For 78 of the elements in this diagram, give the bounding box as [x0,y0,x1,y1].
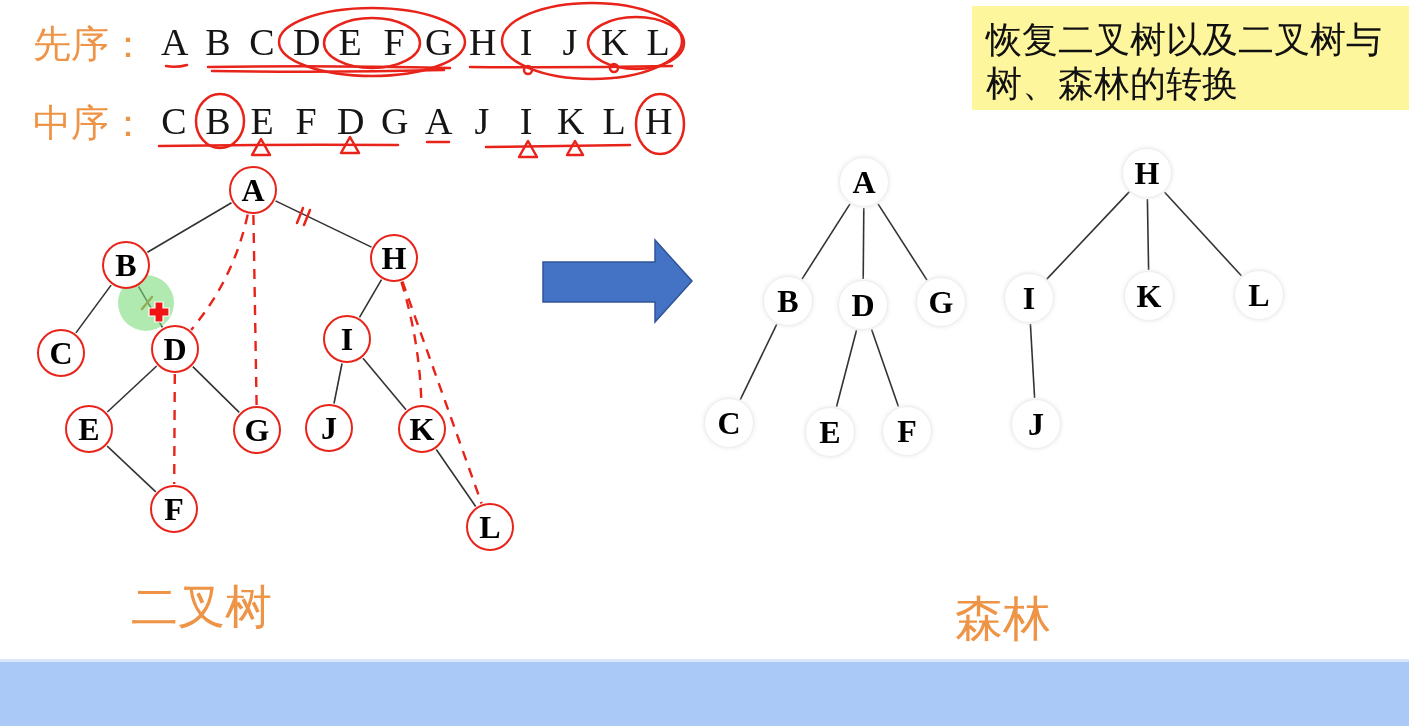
tree-edge [1029,323,1036,399]
tree-edge [870,328,900,408]
tree-node: C [37,329,85,377]
tree-edge [801,203,851,280]
tree-node: K [1124,271,1174,321]
tree-node: L [466,503,514,551]
tree-node: F [882,406,932,456]
sequence-letter: F [382,27,406,57]
tree-node: G [233,406,281,454]
sequence-letter: H [645,106,671,136]
tree-node: C [704,398,754,448]
dashed-line [190,214,249,331]
sequence-letter: A [425,106,451,136]
tree-node: J [305,404,353,452]
tree-edge [75,284,112,334]
tree-node: D [838,280,888,330]
sequence-letter: K [557,106,583,136]
tree-node: B [102,241,150,289]
tree-edge [835,329,858,408]
tree-edge [1146,198,1150,271]
tree-node: B [763,276,813,326]
tree-edge [877,203,928,281]
sequence-letter: B [205,27,231,57]
caption: 二叉树 [131,584,272,631]
title-box: 恢复二叉树以及二叉树与树、森林的转换 [972,6,1409,110]
sequence-letter: J [473,106,491,136]
sequence-letter: L [601,106,627,136]
sequence-letter: J [561,27,579,57]
tree-node: E [65,405,113,453]
sequence-letter: D [337,106,363,136]
sequence-letter: I [518,106,534,136]
tree-node: H [1122,148,1172,198]
tree-node: J [1011,399,1061,449]
tree-node: A [229,166,277,214]
tree-node: I [323,315,371,363]
sequence-letter: F [294,106,318,136]
tree-edge [358,278,383,319]
sequence-letter: C [161,106,187,136]
sequence-letter: A [161,27,187,57]
tree-edge [1046,191,1130,280]
tree-node: I [1004,273,1054,323]
tree-node: L [1234,270,1284,320]
tree-edge [137,285,164,329]
tree-edge [146,201,233,254]
row-label: 中序： [33,104,147,142]
tree-edge [106,445,157,493]
dashed-line [173,374,176,484]
sequence-letter: E [249,106,275,136]
tree-edge [1163,191,1243,277]
sequence-letter: E [337,27,363,57]
sequence-letter: C [249,27,275,57]
tree-node: F [150,485,198,533]
dashed-line [252,214,258,406]
sequence-letter: I [518,27,534,57]
tree-node: G [916,277,966,327]
sequence-letter: G [381,106,407,136]
tree-edge [106,365,158,413]
sequence-letter: L [645,27,671,57]
tree-node: K [398,405,446,453]
tree-edge [274,200,373,248]
tree-edge [333,362,343,405]
tree-node: H [370,234,418,282]
sequence-letter: G [425,27,451,57]
tree-node: A [839,157,889,207]
tree-edge [192,365,240,414]
caption: 森林 [955,595,1051,643]
tree-node: E [805,407,855,457]
tree-edge [362,357,407,411]
sequence-letter: D [293,27,319,57]
sequence-letter: B [205,106,231,136]
tree-node: D [151,325,199,373]
dashed-line [401,281,483,504]
row-label: 先序： [33,25,147,63]
sequence-letter: K [601,27,627,57]
tree-edge [862,207,865,280]
tree-edge [739,323,778,401]
sequence-letter: H [469,27,495,57]
tree-edge [435,448,477,508]
